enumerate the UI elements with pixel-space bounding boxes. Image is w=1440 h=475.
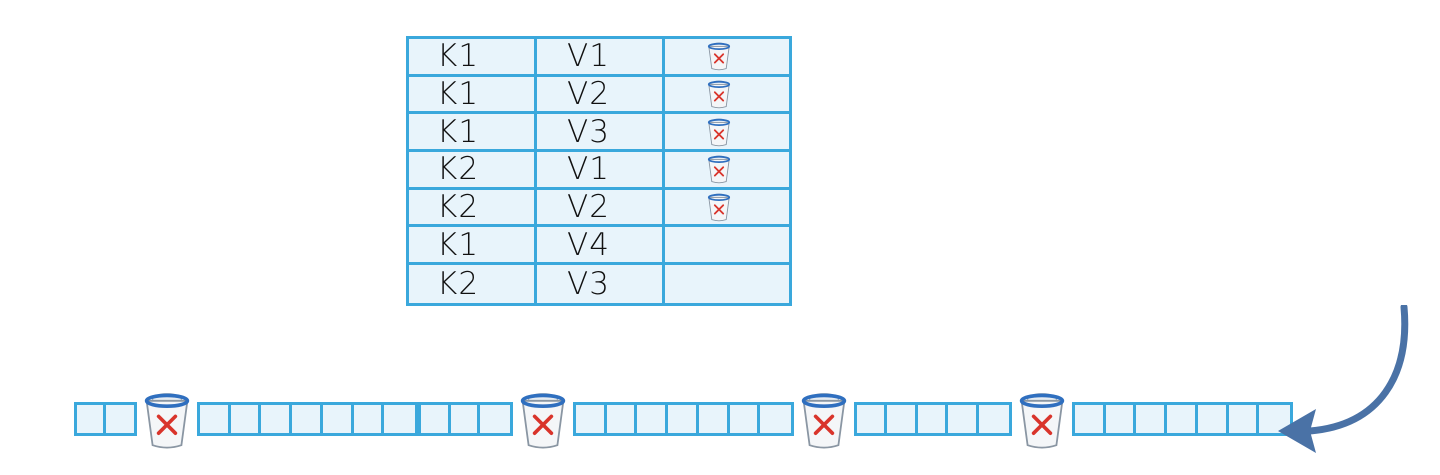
table-row: K2 V3 bbox=[409, 265, 789, 303]
delete-marker-cell bbox=[665, 39, 789, 74]
log-slot bbox=[77, 405, 106, 433]
delete-marker-cell bbox=[665, 77, 789, 112]
log-segment bbox=[418, 402, 513, 436]
log-slot bbox=[200, 405, 231, 433]
delete-marker-cell bbox=[665, 152, 789, 187]
log-segment bbox=[197, 402, 418, 436]
log-slot bbox=[292, 405, 323, 433]
log-slot bbox=[699, 405, 730, 433]
table-row: K2 V2 bbox=[409, 189, 789, 228]
trash-can-icon bbox=[1018, 390, 1066, 454]
log-slot bbox=[576, 405, 607, 433]
log-slot bbox=[384, 405, 415, 433]
log-slot bbox=[918, 405, 949, 433]
trash-can-icon bbox=[519, 390, 567, 454]
key-cell: K1 bbox=[409, 227, 537, 263]
log-segment bbox=[854, 402, 1012, 436]
log-slot bbox=[760, 405, 791, 433]
value-cell: V1 bbox=[537, 38, 665, 74]
log-segment-strip bbox=[74, 390, 1293, 454]
log-slot bbox=[857, 405, 888, 433]
key-cell: K2 bbox=[409, 189, 537, 225]
log-slot bbox=[1136, 405, 1168, 433]
log-slot bbox=[637, 405, 669, 433]
log-slot bbox=[1167, 405, 1198, 433]
trash-can-icon bbox=[707, 41, 731, 71]
log-slot bbox=[1075, 405, 1106, 433]
log-slot bbox=[1106, 405, 1137, 433]
key-cell: K2 bbox=[409, 151, 537, 187]
log-slot bbox=[354, 405, 385, 433]
log-segment bbox=[1072, 402, 1293, 436]
table-row: K1 V2 bbox=[409, 76, 789, 115]
key-cell: K1 bbox=[409, 38, 537, 74]
log-slot bbox=[451, 405, 481, 433]
table-row: K1 V3 bbox=[409, 114, 789, 153]
value-cell: V3 bbox=[537, 265, 665, 303]
trash-can-icon bbox=[143, 390, 191, 454]
delete-marker-cell bbox=[665, 114, 789, 149]
trash-can-icon bbox=[707, 154, 731, 184]
empty-marker-cell bbox=[665, 227, 789, 262]
log-slot bbox=[887, 405, 918, 433]
log-slot bbox=[323, 405, 354, 433]
key-cell: K1 bbox=[409, 76, 537, 112]
trash-can-icon bbox=[707, 192, 731, 222]
log-slot bbox=[231, 405, 262, 433]
log-slot bbox=[730, 405, 761, 433]
value-cell: V2 bbox=[537, 189, 665, 225]
empty-marker-cell bbox=[665, 265, 789, 303]
log-slot bbox=[106, 405, 135, 433]
key-cell: K2 bbox=[409, 265, 537, 303]
curved-arrow-icon bbox=[1270, 303, 1420, 469]
table-row: K2 V1 bbox=[409, 151, 789, 190]
value-cell: V3 bbox=[537, 114, 665, 150]
value-cell: V1 bbox=[537, 151, 665, 187]
log-slot bbox=[1229, 405, 1260, 433]
log-segment bbox=[74, 402, 137, 436]
trash-can-icon bbox=[707, 117, 731, 147]
table-row: K1 V1 bbox=[409, 38, 789, 77]
log-segment bbox=[573, 402, 794, 436]
log-slot bbox=[607, 405, 638, 433]
trash-can-icon bbox=[707, 79, 731, 109]
log-slot bbox=[948, 405, 979, 433]
log-slot bbox=[261, 405, 293, 433]
log-slot bbox=[480, 405, 510, 433]
value-cell: V4 bbox=[537, 227, 665, 263]
log-slot bbox=[1198, 405, 1229, 433]
value-cell: V2 bbox=[537, 76, 665, 112]
log-slot bbox=[979, 405, 1009, 433]
delete-marker-cell bbox=[665, 190, 789, 225]
log-slot bbox=[668, 405, 699, 433]
trash-can-icon bbox=[800, 390, 848, 454]
key-cell: K1 bbox=[409, 114, 537, 150]
table-row: K1 V4 bbox=[409, 227, 789, 266]
log-slot bbox=[421, 405, 451, 433]
key-value-table: K1 V1 K1 V2 K1 V3 bbox=[406, 36, 792, 306]
